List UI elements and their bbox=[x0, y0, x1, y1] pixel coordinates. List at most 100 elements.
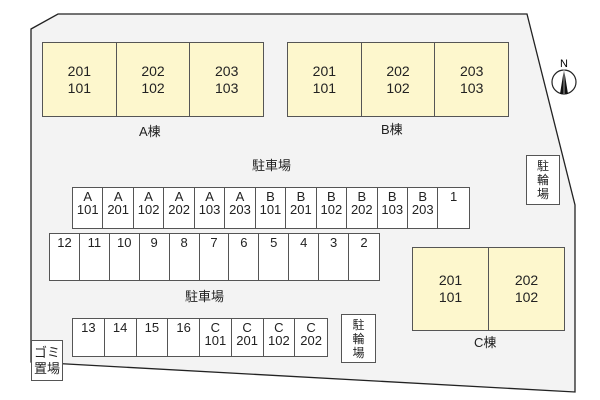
parking-space[interactable]: 8 bbox=[170, 234, 200, 280]
parking-space[interactable]: 2 bbox=[349, 234, 379, 280]
parking-space-label: C bbox=[242, 320, 252, 335]
bike-char: 駐 bbox=[536, 159, 549, 173]
bicycle-parking: 駐 輪 場 bbox=[526, 155, 560, 205]
parking-label-top: 駐車場 bbox=[252, 158, 292, 173]
parking-space[interactable]: 15 bbox=[137, 319, 169, 356]
bike-char: 輪 bbox=[352, 331, 365, 346]
parking-space-unit: 101 bbox=[259, 202, 282, 217]
parking-space-label: A bbox=[83, 189, 93, 204]
parking-space-label: B bbox=[357, 189, 367, 204]
parking-space-label: A bbox=[174, 189, 184, 204]
parking-space[interactable]: 6 bbox=[229, 234, 260, 280]
parking-space-label: 5 bbox=[270, 235, 278, 250]
parking-space-unit: 202 bbox=[168, 202, 190, 217]
parking-space[interactable]: 10 bbox=[110, 234, 140, 280]
parking-space-label: 15 bbox=[144, 320, 160, 335]
building-c-label: C棟 bbox=[474, 335, 497, 350]
unit-upper: 203 bbox=[215, 62, 239, 79]
unit-upper: 201 bbox=[67, 62, 92, 79]
parking-space[interactable]: 9 bbox=[140, 234, 170, 280]
unit-upper: 202 bbox=[141, 62, 165, 79]
parking-space-label: B bbox=[418, 189, 428, 204]
parking-space-unit: 101 bbox=[76, 202, 99, 217]
bike-char: 輪 bbox=[536, 173, 549, 187]
garbage-label-2: 置場 bbox=[33, 360, 60, 376]
parking-space-unit: 203 bbox=[229, 202, 251, 217]
bike-char: 駐 bbox=[352, 317, 365, 332]
parking-space[interactable]: 1 bbox=[438, 188, 468, 228]
unit-lower: 102 bbox=[141, 79, 165, 96]
parking-space[interactable]: 14 bbox=[105, 319, 137, 356]
unit-lower: 101 bbox=[312, 79, 337, 96]
parking-space-label: 13 bbox=[81, 320, 96, 335]
parking-space-label: A bbox=[144, 189, 153, 204]
parking-space-label: 10 bbox=[117, 235, 132, 250]
unit-upper: 201 bbox=[438, 272, 463, 288]
parking-space-label: 9 bbox=[150, 235, 158, 250]
unit-upper: 202 bbox=[386, 62, 410, 79]
parking-space-unit: 102 bbox=[137, 202, 160, 217]
parking-space[interactable]: 13 bbox=[73, 319, 105, 356]
parking-space-label: 3 bbox=[329, 235, 338, 250]
parking-space-label: C bbox=[210, 320, 221, 335]
parking-space-unit: 101 bbox=[204, 333, 227, 348]
parking-space[interactable]: 11 bbox=[80, 234, 110, 280]
parking-space[interactable]: 4 bbox=[289, 234, 320, 280]
parking-space-unit: 201 bbox=[290, 202, 312, 217]
parking-space-unit: 201 bbox=[107, 202, 130, 217]
parking-space-label: 12 bbox=[57, 235, 72, 250]
unit-lower: 103 bbox=[460, 79, 484, 96]
unit-lower: 101 bbox=[67, 79, 92, 96]
unit-lower: 101 bbox=[438, 289, 463, 305]
parking-space-label: A bbox=[113, 189, 123, 204]
parking-space[interactable]: 16 bbox=[168, 319, 200, 356]
parking-space-unit: 201 bbox=[236, 333, 258, 348]
unit-upper: 202 bbox=[514, 272, 539, 288]
parking-space[interactable]: 5 bbox=[259, 234, 290, 280]
north-arrow-icon: N bbox=[551, 58, 577, 95]
parking-space[interactable]: 7 bbox=[200, 234, 230, 280]
unit-upper: 201 bbox=[312, 62, 337, 79]
garbage-area: ゴミ 置場 bbox=[31, 340, 63, 381]
parking-space-label: 1 bbox=[450, 189, 458, 204]
unit-lower: 102 bbox=[514, 289, 539, 305]
parking-space-label: 11 bbox=[87, 235, 102, 250]
parking-space-label: B bbox=[266, 189, 275, 204]
parking-space-label: 16 bbox=[176, 320, 191, 335]
parking-space[interactable]: 3 bbox=[319, 234, 350, 280]
parking-space-label: 8 bbox=[180, 235, 188, 250]
parking-space-unit: 202 bbox=[350, 202, 373, 217]
parking-label-middle: 駐車場 bbox=[185, 289, 225, 304]
bicycle-parking: 駐 輪 場 bbox=[341, 314, 376, 363]
parking-space[interactable]: 12 bbox=[50, 234, 80, 280]
